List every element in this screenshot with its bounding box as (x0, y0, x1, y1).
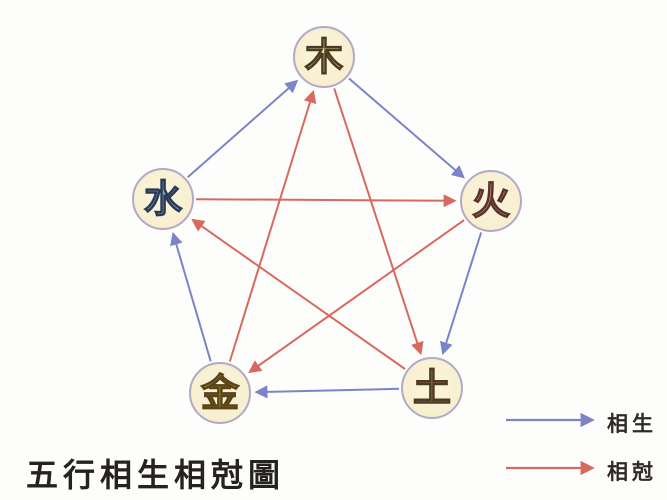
node-fire-label: 火 (471, 179, 510, 223)
legend-label-sheng: 相生 (607, 412, 657, 436)
legend-label-ke: 相尅 (607, 460, 657, 484)
edge-wood-fire (348, 77, 465, 179)
node-wood-label: 木 (304, 35, 343, 79)
node-earth: 土 (401, 357, 463, 419)
edge-earth-water (191, 218, 406, 370)
node-fire: 火 (460, 170, 522, 232)
node-metal: 金 (189, 362, 251, 424)
edge-earth-metal (254, 385, 400, 399)
node-earth-label: 土 (412, 366, 451, 410)
edge-wood-earth (333, 88, 424, 356)
node-wood: 木 (293, 26, 355, 88)
edge-fire-metal (248, 219, 465, 374)
node-metal-label: 金 (200, 371, 239, 415)
page-title: 五行相生相尅圖 (26, 456, 286, 494)
edge-metal-wood (228, 89, 317, 362)
edge-water-fire (195, 194, 457, 208)
edge-metal-water (170, 232, 212, 362)
edge-water-wood (187, 79, 299, 178)
edge-fire-earth (440, 232, 483, 356)
node-water: 水 (132, 168, 194, 230)
node-water-label: 水 (143, 177, 182, 221)
